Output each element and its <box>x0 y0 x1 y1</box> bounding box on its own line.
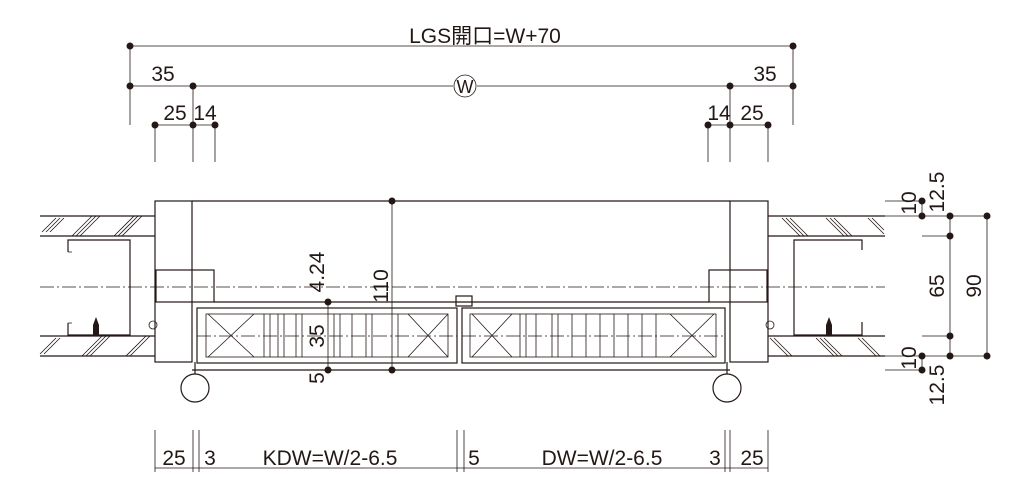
jamb-dimensions: 25 14 14 25 <box>151 86 772 162</box>
dim-label: 65 <box>926 274 949 297</box>
dim-label: 12.5 <box>926 365 949 406</box>
kdw-label: KDW=W/2-6.5 <box>263 447 398 470</box>
dim-label: 14 <box>193 102 217 125</box>
door-frame <box>40 200 885 371</box>
handle-right-icon <box>712 373 742 403</box>
door-panel-right <box>455 295 726 364</box>
dim-label: 3 <box>204 447 216 470</box>
opening-width-label: LGS開口=W+70 <box>409 25 561 48</box>
handle-left-icon <box>180 373 210 403</box>
wall-dimensions: 10 12.5 65 90 10 12.5 <box>885 172 991 406</box>
screw-icon <box>93 317 99 335</box>
dim-label: 25 <box>163 102 186 125</box>
dim-label: 25 <box>162 447 185 470</box>
dim-label: 5 <box>306 372 329 384</box>
dim-label: 12.5 <box>926 172 949 213</box>
dim-label: 25 <box>740 447 763 470</box>
section-dimensions: 110 4.24 35 5 <box>306 197 396 384</box>
dim-label: 35 <box>306 324 329 347</box>
dim-label: 10 <box>898 346 921 369</box>
dim-label: 5 <box>468 447 480 470</box>
dim-label: 110 <box>370 269 393 302</box>
dim-label: 10 <box>898 191 921 214</box>
screw-icon <box>826 317 832 335</box>
dim-label: 35 <box>753 63 776 86</box>
left-wall <box>39 215 158 357</box>
door-panel-left <box>196 307 458 364</box>
right-wall <box>765 215 885 357</box>
dw-label: DW=W/2-6.5 <box>542 447 663 470</box>
dim-label: 25 <box>740 102 763 125</box>
width-dimension: W 35 35 <box>126 63 797 98</box>
overall-dimension: LGS開口=W+70 <box>126 25 797 125</box>
door-handles <box>180 362 742 403</box>
dim-label: 3 <box>709 447 721 470</box>
dim-label: 14 <box>707 102 731 125</box>
dim-label: 35 <box>151 63 174 86</box>
bottom-dimensions: 25 3 KDW=W/2-6.5 5 DW=W/2-6.5 3 25 <box>154 430 769 472</box>
dim-label: 4.24 <box>306 251 329 292</box>
dim-label: 90 <box>963 274 986 297</box>
width-symbol: W <box>457 77 474 97</box>
